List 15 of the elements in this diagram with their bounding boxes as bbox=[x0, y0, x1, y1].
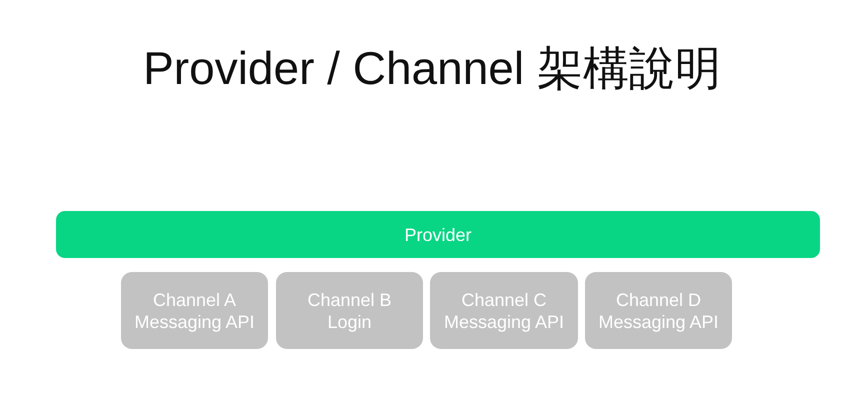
provider-bar bbox=[56, 211, 820, 258]
node-title: Channel A bbox=[152, 288, 236, 310]
channel-box bbox=[430, 272, 578, 349]
channel-box bbox=[276, 272, 423, 349]
node-title: Channel D bbox=[616, 288, 702, 310]
channel-box bbox=[121, 272, 268, 349]
node-title: Channel C bbox=[461, 288, 547, 310]
node-subtitle: Messaging API bbox=[444, 310, 564, 332]
diagram-title: Provider / Channel 架構說明 bbox=[143, 41, 721, 96]
node-subtitle: Messaging API bbox=[134, 310, 255, 332]
node-title: Channel B bbox=[307, 288, 392, 310]
node-label: Provider bbox=[404, 224, 472, 246]
channel-box bbox=[585, 272, 732, 349]
node-subtitle: Messaging API bbox=[598, 310, 719, 332]
node-subtitle: Login bbox=[327, 310, 372, 332]
